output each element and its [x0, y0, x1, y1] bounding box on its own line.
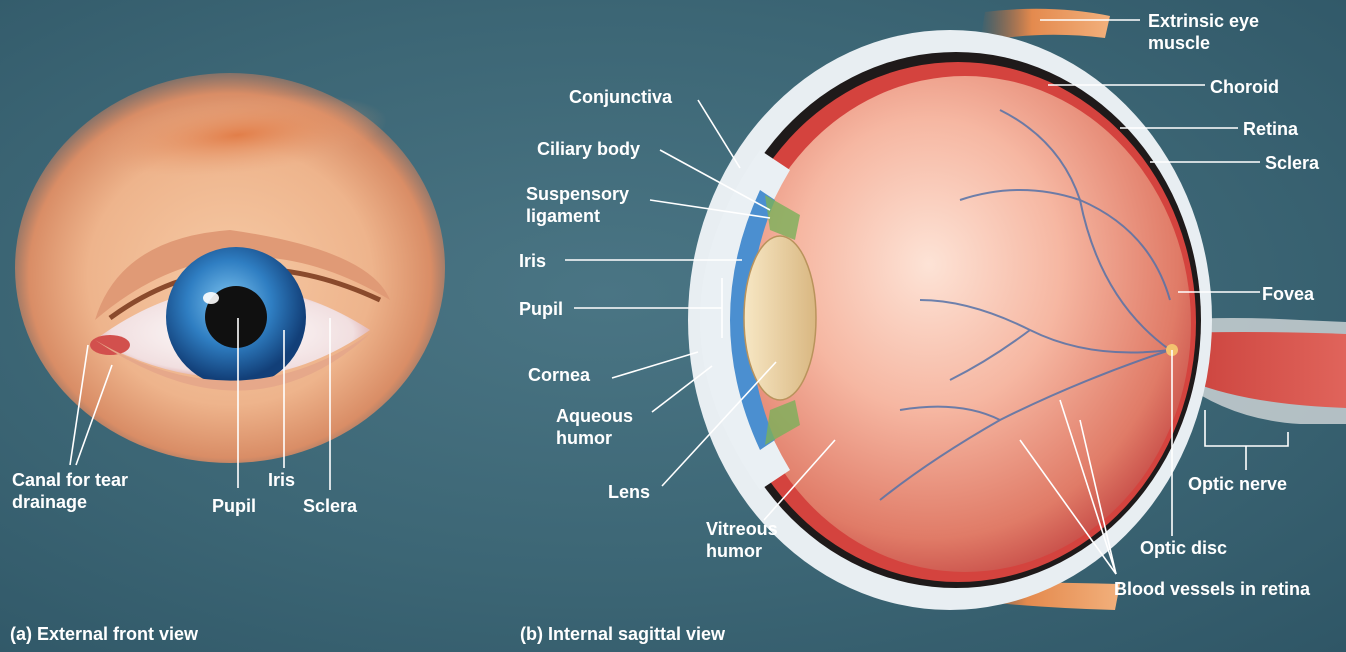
- label-optic-nerve: Optic nerve: [1188, 473, 1287, 495]
- label-canal-for-tear-drainage: Canal for tear drainage: [12, 469, 128, 513]
- label-conjunctiva: Conjunctiva: [569, 86, 672, 108]
- label-ciliary-body: Ciliary body: [537, 138, 640, 160]
- caption-external-front-view: (a) External front view: [10, 624, 198, 645]
- label-optic-disc: Optic disc: [1140, 537, 1227, 559]
- label-fovea: Fovea: [1262, 283, 1314, 305]
- label-pupil-external: Pupil: [212, 495, 256, 517]
- label-iris-external: Iris: [268, 469, 295, 491]
- label-blood-vessels-in-retina: Blood vessels in retina: [1114, 578, 1310, 600]
- label-choroid: Choroid: [1210, 76, 1279, 98]
- label-sclera-internal: Sclera: [1265, 152, 1319, 174]
- caption-internal-sagittal-view: (b) Internal sagittal view: [520, 624, 725, 645]
- label-retina: Retina: [1243, 118, 1298, 140]
- label-vitreous-humor: Vitreous humor: [706, 518, 778, 562]
- label-pupil-internal: Pupil: [519, 298, 563, 320]
- label-iris-internal: Iris: [519, 250, 546, 272]
- label-lens: Lens: [608, 481, 650, 503]
- label-suspensory-ligament: Suspensory ligament: [526, 183, 629, 227]
- label-aqueous-humor: Aqueous humor: [556, 405, 633, 449]
- label-cornea: Cornea: [528, 364, 590, 386]
- label-extrinsic-eye-muscle: Extrinsic eye muscle: [1148, 10, 1259, 54]
- sagittal-eye-figure: [688, 9, 1346, 610]
- label-sclera-external: Sclera: [303, 495, 357, 517]
